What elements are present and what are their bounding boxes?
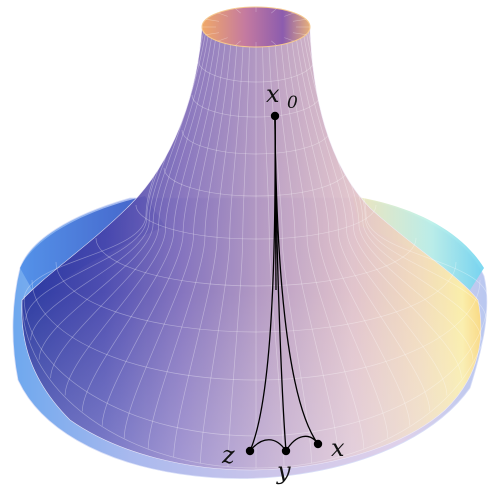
point-x0 <box>270 111 280 121</box>
mesh-meridian <box>38 33 206 360</box>
mesh-meridian <box>200 44 244 464</box>
surface <box>12 6 491 479</box>
surface-top-rim <box>201 6 311 48</box>
mesh-meridian <box>30 31 204 341</box>
mesh-meridian <box>296 38 431 412</box>
mesh-meridian <box>101 40 221 426</box>
rim-spoke <box>235 40 241 46</box>
point-z <box>245 446 255 456</box>
mesh-meridian <box>308 31 482 341</box>
mesh-meridian <box>303 35 462 379</box>
surface-shade <box>21 26 481 470</box>
label-x0-subscript: 0 <box>287 93 298 113</box>
mesh-meridian <box>309 26 489 301</box>
mesh-parallel <box>95 237 417 287</box>
mesh-meridian <box>274 43 339 458</box>
label-x0: x <box>266 80 280 108</box>
mesh-parallel <box>21 299 491 469</box>
point-y <box>281 446 291 456</box>
mesh-meridian <box>50 35 209 379</box>
label-z: z <box>221 441 235 469</box>
mesh-parallel <box>55 261 457 333</box>
mesh-meridian <box>291 40 411 426</box>
mesh-meridian <box>25 29 203 321</box>
surface-mesh <box>21 26 491 469</box>
rim-spoke <box>284 37 295 42</box>
rim-spoke <box>217 12 228 17</box>
mesh-meridian <box>262 44 285 467</box>
rim-spoke <box>284 12 295 17</box>
mesh-parallel <box>163 167 349 197</box>
surface-right-flare <box>352 196 484 290</box>
line-x0-vertical <box>274 115 277 291</box>
mesh-meridian <box>306 33 474 360</box>
mesh-meridian <box>147 42 232 449</box>
mesh-parallel <box>135 204 377 240</box>
rim-spoke <box>292 32 306 35</box>
label-x: x <box>331 434 345 462</box>
mesh-meridian <box>286 41 389 439</box>
mesh-parallel <box>23 295 489 437</box>
curve-z-y <box>249 439 287 452</box>
label-y: y <box>276 457 291 485</box>
surface-top-rim-mesh <box>202 7 310 47</box>
mesh-meridian <box>64 37 212 396</box>
mesh-meridian <box>227 44 250 467</box>
rim-spoke <box>235 8 241 14</box>
mesh-meridian <box>173 43 238 458</box>
mesh-meridian <box>268 44 312 464</box>
mesh-parallel <box>191 94 321 118</box>
mesh-meridian <box>300 37 448 396</box>
mesh-parallel <box>31 279 481 381</box>
mesh-meridian <box>309 29 487 321</box>
rim-spoke <box>271 8 277 14</box>
mesh-parallel <box>181 129 331 155</box>
rim-spoke <box>206 19 220 22</box>
point-x <box>313 439 323 449</box>
rim-spoke <box>206 32 220 35</box>
mesh-meridian <box>123 41 226 439</box>
rim-spoke <box>271 40 277 46</box>
mesh-meridian <box>81 38 216 412</box>
rim-spoke <box>292 19 306 22</box>
mesh-parallel <box>197 59 315 83</box>
rim-spoke <box>217 37 228 42</box>
mesh-meridian <box>23 26 203 301</box>
geodesic-lines <box>249 115 319 452</box>
mesh-meridian <box>280 42 365 449</box>
